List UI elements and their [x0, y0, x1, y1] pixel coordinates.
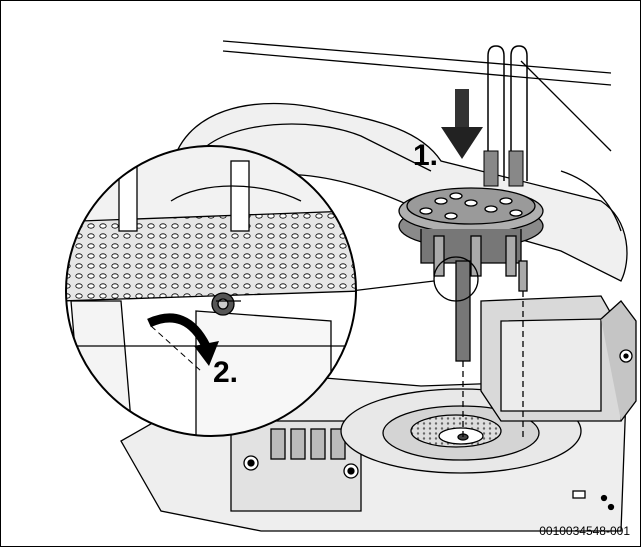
electrode-rods: [487, 45, 528, 181]
reference-id: 0010034548-001: [539, 524, 630, 538]
ignition-transformer: [480, 295, 637, 422]
step-1-label: 1.: [413, 139, 439, 172]
rotate-arrow-icon: [147, 313, 219, 372]
electrode-tube: [455, 260, 528, 441]
step-2-label: 2.: [213, 356, 239, 389]
burner-flange: [398, 187, 544, 277]
housing-top: [222, 40, 612, 152]
detail-marker: [350, 256, 479, 302]
arrow-down-icon: [441, 89, 483, 159]
